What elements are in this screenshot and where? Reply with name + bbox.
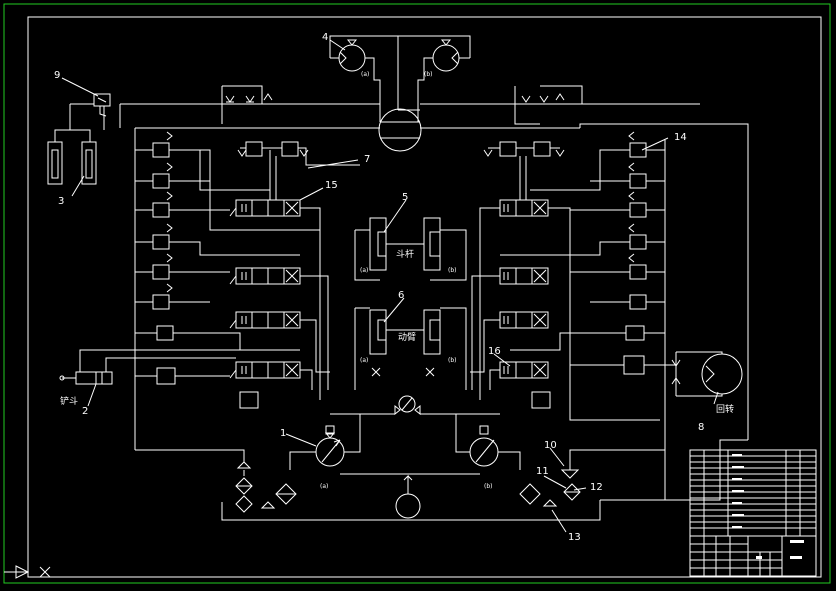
callout-2: 2 [82,406,88,417]
travel-motor-a [338,39,366,72]
callout-9: 9 [54,70,60,81]
cyl6-b-label: (b) [448,357,457,364]
callout-10: 10 [544,440,557,451]
callout-11: 11 [536,466,549,477]
callout-6: 6 [398,290,404,301]
check-valves-right [521,93,565,103]
swing-label: 回转 [716,403,734,415]
callout-16: 16 [488,346,501,357]
bucket-cylinder-2 [59,349,300,385]
callout-15: 15 [325,180,338,191]
bucket-label: 铲斗 [60,395,78,407]
right-directional-valves [499,199,549,379]
central-rotary-joint [378,108,422,152]
cyl5-a-label: (a) [360,267,368,274]
callout-7: 7 [364,154,370,165]
left-valve-column [134,128,300,450]
main-pump-a [315,425,345,467]
swing-motor-8 [644,351,743,397]
travel-motor-b [432,39,460,72]
callout-14: 14 [674,132,687,143]
cylinder-6 [354,307,467,390]
callout-13: 13 [568,532,581,543]
frame-cross-icon [39,566,51,578]
frame-arrow-icon [15,565,30,579]
cyl6-a-label: (a) [360,357,368,364]
callout-4: 4 [322,32,328,43]
pilot-valve-7-right [483,141,565,200]
engine [340,473,480,519]
callout-5: 5 [402,192,408,203]
outer-frame [3,3,831,584]
cylinder-5-label: 斗杆 [396,248,414,260]
valve-9 [93,93,111,117]
pump-b-label: (b) [484,483,493,490]
cylinder-6-label: 动臂 [398,331,416,343]
inner-frame [27,16,822,578]
main-pump-b [469,425,499,467]
callout-1: 1 [280,428,286,439]
bottom-filters [135,449,665,521]
callout-3: 3 [58,196,64,207]
right-valve-column [500,131,666,450]
filter-3 [47,129,97,185]
motor-b-label: (b) [424,71,433,78]
pump-a-label: (a) [320,483,328,490]
callout-8: 8 [698,422,704,433]
callout-leaders [61,39,719,533]
pilot-valve-7-left [237,141,360,200]
check-valves-left [225,93,273,103]
title-block [689,449,817,577]
callout-12: 12 [590,482,603,493]
cylinder-5 [354,217,467,281]
left-directional-valves [229,199,301,379]
cyl5-b-label: (b) [448,267,457,274]
motor-a-label: (a) [361,71,369,78]
shuttle-valve [330,395,500,416]
